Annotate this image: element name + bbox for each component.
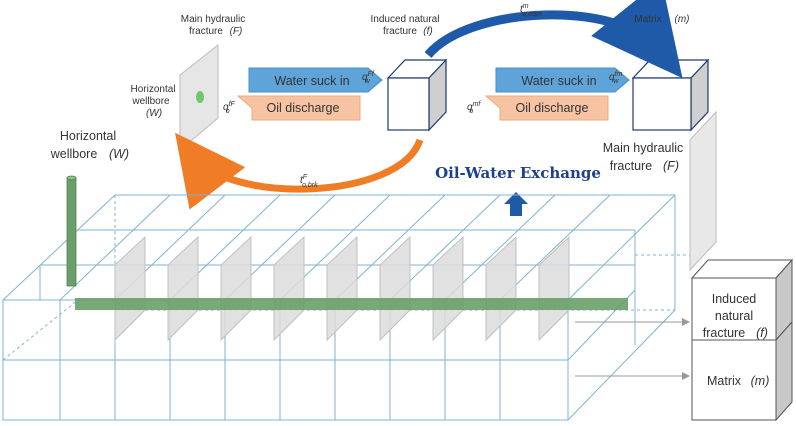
blue-curved-arrow <box>424 0 683 79</box>
legend-matrix-cube <box>691 320 793 422</box>
up-arrow <box>504 192 528 216</box>
vertical-wellbore-pipe <box>66 177 77 287</box>
diagram-title: Oil-Water Exchange <box>435 164 601 182</box>
matrix-top-label: Matrix <box>634 14 661 25</box>
wellbore-big-line2: wellbore <box>50 147 98 161</box>
legend-induced-line3: fracture <box>703 326 745 340</box>
induced-top-sym: (f) <box>423 26 432 37</box>
wellbore-big-line1: Horizontal <box>60 129 116 143</box>
orange-curved-arrow <box>175 132 424 210</box>
matrix-top-sym: (m) <box>675 14 690 25</box>
water-arrow-1-label: Water suck in <box>274 74 349 88</box>
legend-induced-line1: Induced <box>712 292 757 306</box>
oil-arrow-2-label: Oil discharge <box>516 101 589 115</box>
main-fracture-right-line2: fracture <box>610 159 652 173</box>
fracture-planes <box>114 235 570 342</box>
wellbore-small-line2: wellbore <box>131 96 170 107</box>
wellbore-big-sym: (W) <box>109 147 129 161</box>
legend-induced-sym: (f) <box>756 326 768 340</box>
vertical-wellbore-top <box>66 175 77 181</box>
oil-arrow-1-label: Oil discharge <box>267 101 340 115</box>
legend-induced-line2: natural <box>715 309 753 323</box>
matrix-cube-top <box>631 58 710 132</box>
legend-induced-cube <box>690 258 794 342</box>
main-fracture-top-line1: Main hydraulic <box>181 14 245 25</box>
horizontal-wellbore-pipe <box>75 298 628 310</box>
main-fracture-top-line2: fracture <box>189 26 223 37</box>
legend-matrix-label: Matrix <box>707 374 742 388</box>
water-arrow-2-label: Water suck in <box>521 74 596 88</box>
wellbore-dot <box>196 91 204 103</box>
main-fracture-top-sym: (F) <box>230 26 243 37</box>
main-fracture-plane-right <box>689 110 717 272</box>
reservoir-grid <box>2 194 690 421</box>
main-fracture-right-sym: (F) <box>663 159 679 173</box>
main-fracture-right-line1: Main hydraulic <box>603 141 684 155</box>
legend-matrix-sym: (m) <box>751 374 770 388</box>
wellbore-small-line1: Horizontal <box>130 84 175 95</box>
oil-arrow-1 <box>236 95 361 121</box>
induced-top-line2: fracture <box>383 26 417 37</box>
water-arrow-1 <box>248 67 383 93</box>
induced-fracture-cube-top <box>386 58 448 132</box>
induced-top-line1: Induced natural <box>371 14 440 25</box>
wellbore-small-sym: (W) <box>146 108 162 119</box>
oil-arrow-2 <box>484 95 609 121</box>
